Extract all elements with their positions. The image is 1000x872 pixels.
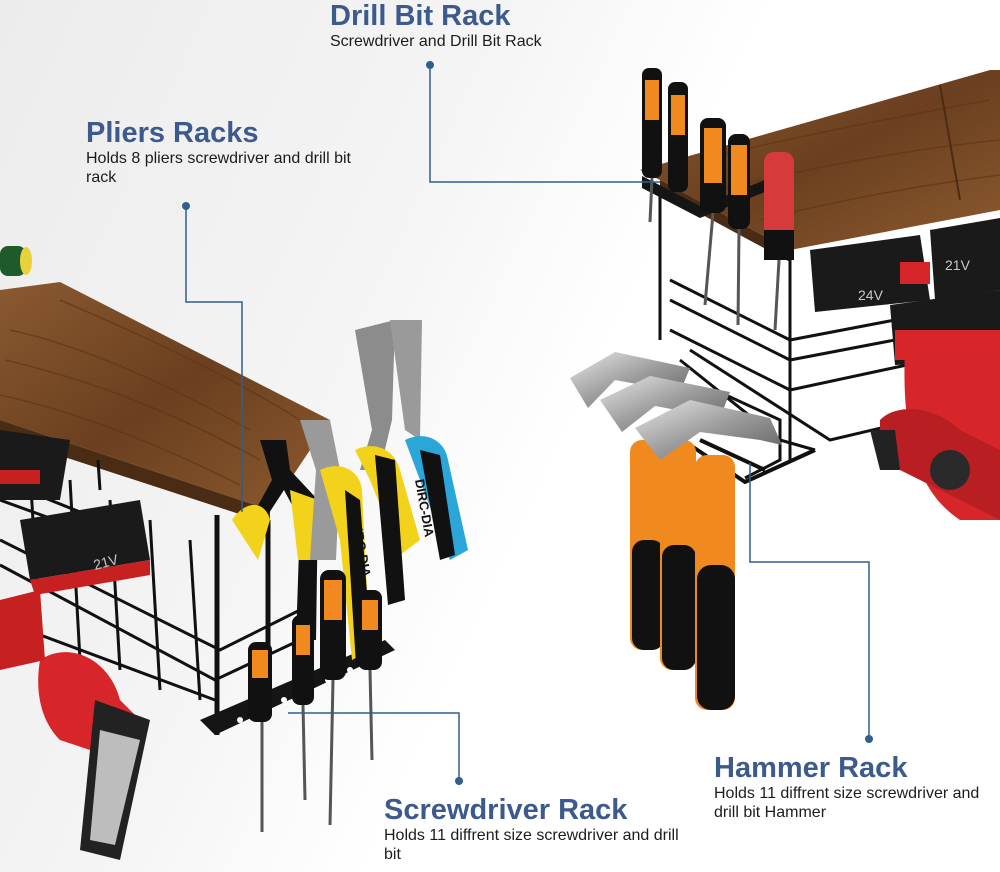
screwdriver-4 bbox=[358, 590, 382, 761]
hammer-2 bbox=[600, 376, 730, 670]
callout-description: Holds 8 pliers screwdriver and drill bit… bbox=[86, 150, 351, 186]
battery-label-right: 24V bbox=[858, 287, 884, 303]
leader-pliers bbox=[185, 206, 243, 512]
callout-description: Holds 11 diffrent size screwdriver and d… bbox=[714, 785, 980, 821]
callout-screwdriver-rack: Screwdriver Rack Holds 11 diffrent size … bbox=[384, 794, 684, 864]
battery-label: 21V bbox=[92, 551, 121, 573]
left-screwdrivers bbox=[248, 570, 382, 832]
battery-label-right-2: 21V bbox=[945, 257, 971, 273]
right-rack: 24V 21V bbox=[570, 68, 1000, 710]
callout-title: Drill Bit Rack bbox=[330, 0, 511, 32]
hammers bbox=[570, 352, 782, 710]
chainsaw-icon bbox=[0, 590, 150, 860]
screwdriver-1 bbox=[248, 642, 272, 832]
leader-hammer bbox=[749, 463, 870, 739]
hammer-1 bbox=[570, 352, 690, 650]
screwdriver-r3 bbox=[700, 118, 726, 306]
right-wood-shelf bbox=[640, 70, 1000, 250]
drill-icon bbox=[870, 340, 1000, 520]
callout-drill-bit-rack: Drill Bit Rack Screwdriver and Drill Bit… bbox=[330, 0, 650, 51]
plier-3 bbox=[355, 320, 420, 605]
leader-screwdriver bbox=[288, 712, 460, 781]
callout-hammer-rack: Hammer Rack Holds 11 diffrent size screw… bbox=[714, 752, 998, 822]
plier-4 bbox=[390, 320, 468, 560]
right-wood-shelf-edge bbox=[660, 180, 790, 262]
callout-pliers-racks: Pliers Racks Holds 8 pliers screwdriver … bbox=[86, 117, 356, 187]
screwdriver-r1 bbox=[642, 68, 662, 223]
leader-lines bbox=[185, 65, 870, 781]
bottle-icon bbox=[0, 246, 32, 276]
screwdriver-r4 bbox=[728, 134, 750, 326]
right-screwdrivers bbox=[642, 68, 794, 331]
left-battery: 21V bbox=[20, 500, 150, 595]
leader-dot-pliers bbox=[182, 202, 190, 210]
screwdriver-r5 bbox=[764, 152, 794, 331]
callout-description: Holds 11 diffrent size screwdriver and d… bbox=[384, 827, 679, 863]
hammer-3 bbox=[635, 400, 782, 710]
plier-1 bbox=[232, 440, 318, 640]
callout-title: Pliers Racks bbox=[86, 117, 259, 149]
leader-dot-hammer bbox=[865, 735, 873, 743]
callout-title: Hammer Rack bbox=[714, 752, 908, 784]
screwdriver-3 bbox=[320, 570, 346, 826]
screwdriver-2 bbox=[292, 615, 314, 801]
pliers-set: DIRC-DIA DIRC-DIA bbox=[232, 320, 468, 665]
leader-dots bbox=[182, 61, 873, 785]
screwdriver-r2 bbox=[668, 82, 688, 192]
left-battery-upper bbox=[0, 430, 70, 500]
left-rack: 21V bbox=[0, 246, 468, 860]
leader-drill bbox=[429, 65, 660, 183]
leader-dot-drill bbox=[426, 61, 434, 69]
callout-description: Screwdriver and Drill Bit Rack bbox=[330, 33, 542, 50]
callout-title: Screwdriver Rack bbox=[384, 794, 628, 826]
leader-dot-screwdriver bbox=[455, 777, 463, 785]
